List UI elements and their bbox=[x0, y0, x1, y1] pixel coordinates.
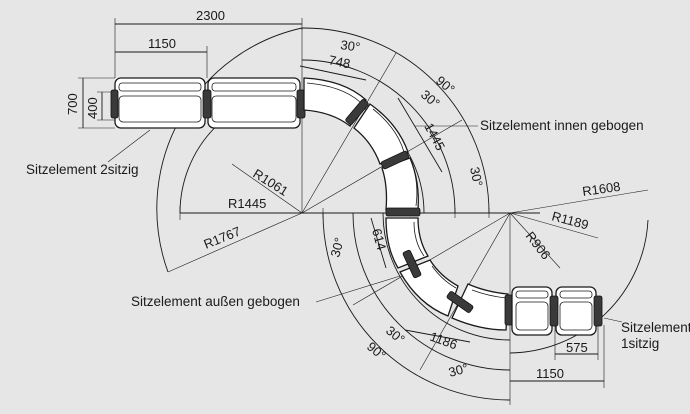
arc-lower-r1608 bbox=[509, 219, 649, 354]
dim-1186: 1186 bbox=[428, 329, 459, 353]
angle-90-lower: 90° bbox=[364, 339, 389, 363]
bracket-10 bbox=[549, 295, 559, 327]
bracket-11 bbox=[593, 295, 603, 327]
label-inner-curved: Sitzelement innen gebogen bbox=[480, 118, 644, 133]
radius-r1608: R1608 bbox=[581, 179, 621, 199]
seat-outer-curved-2 bbox=[399, 259, 459, 317]
bracket-6 bbox=[385, 207, 421, 217]
dim-1186-line bbox=[404, 329, 471, 343]
radial-upper-3 bbox=[301, 119, 463, 214]
label-two-seat: Sitzelement 2sitzig bbox=[26, 162, 139, 177]
seat-two-seater-1 bbox=[114, 77, 206, 129]
arc-upper-r1445 bbox=[301, 59, 456, 214]
label-single-line1: Sitzelement bbox=[621, 320, 690, 335]
seat-single-1 bbox=[511, 286, 553, 336]
radius-r1061: R1061 bbox=[250, 166, 290, 199]
leader-two-seat bbox=[107, 129, 151, 163]
radius-r1445: R1445 bbox=[228, 196, 266, 211]
bracket-8 bbox=[446, 291, 474, 313]
bracket-5 bbox=[380, 150, 410, 170]
dim-1150: 1150 bbox=[148, 36, 176, 51]
radial-lower-5 bbox=[509, 212, 599, 239]
dim-575: 575 bbox=[566, 340, 588, 355]
dim-1445: 1445 bbox=[421, 120, 448, 153]
arc-lower-outer bbox=[322, 212, 511, 401]
label-outer-curved: Sitzelement außen gebogen bbox=[131, 294, 300, 309]
dim-748: 748 bbox=[327, 52, 351, 71]
seat-outer-curved-1 bbox=[385, 217, 429, 269]
bracket-1 bbox=[110, 89, 119, 119]
dim-748-line bbox=[299, 65, 367, 81]
angle-30-mid: 30° bbox=[418, 87, 443, 111]
dim-1445-line bbox=[397, 97, 443, 173]
leader-outer bbox=[315, 275, 401, 303]
angle-30-lower-left: 30° bbox=[327, 236, 347, 259]
radial-lower-6 bbox=[509, 212, 561, 269]
angle-30-top: 30° bbox=[340, 37, 362, 55]
seat-inner-curved-2 bbox=[353, 103, 409, 165]
dim-614: 614 bbox=[369, 227, 389, 252]
label-single-line2: 1sitzig bbox=[621, 336, 659, 351]
seat-outer-curved-3 bbox=[451, 283, 509, 331]
radial-upper-2 bbox=[301, 52, 397, 214]
radial-upper-4 bbox=[231, 163, 303, 214]
bracket-4 bbox=[345, 99, 369, 125]
angle-30-lower-b: 30° bbox=[447, 360, 470, 380]
dim-614-line bbox=[370, 217, 387, 269]
arc-upper-r1767-right bbox=[301, 27, 490, 214]
angle-30-lower-a: 30° bbox=[383, 323, 408, 347]
radius-r1189: R1189 bbox=[550, 208, 590, 232]
dim-700: 700 bbox=[65, 93, 80, 115]
radial-upper-5 bbox=[167, 212, 303, 273]
bracket-7 bbox=[402, 249, 422, 279]
dim-2300: 2300 bbox=[196, 8, 225, 23]
radius-r906: R906 bbox=[523, 229, 554, 263]
arc-lower-inner bbox=[382, 212, 511, 341]
radial-lower-4 bbox=[509, 189, 649, 214]
radial-lower-3 bbox=[352, 212, 511, 306]
seat-single-2 bbox=[555, 286, 597, 336]
leader-single bbox=[603, 317, 623, 323]
angle-30-right: 30° bbox=[467, 166, 486, 188]
dim-1150-bottom: 1150 bbox=[536, 366, 564, 381]
seat-two-seater-2 bbox=[207, 77, 301, 129]
bracket-2 bbox=[202, 89, 212, 119]
dim-400: 400 bbox=[85, 97, 100, 119]
arc-lower-mid bbox=[352, 212, 511, 371]
radius-r1767: R1767 bbox=[202, 224, 243, 252]
